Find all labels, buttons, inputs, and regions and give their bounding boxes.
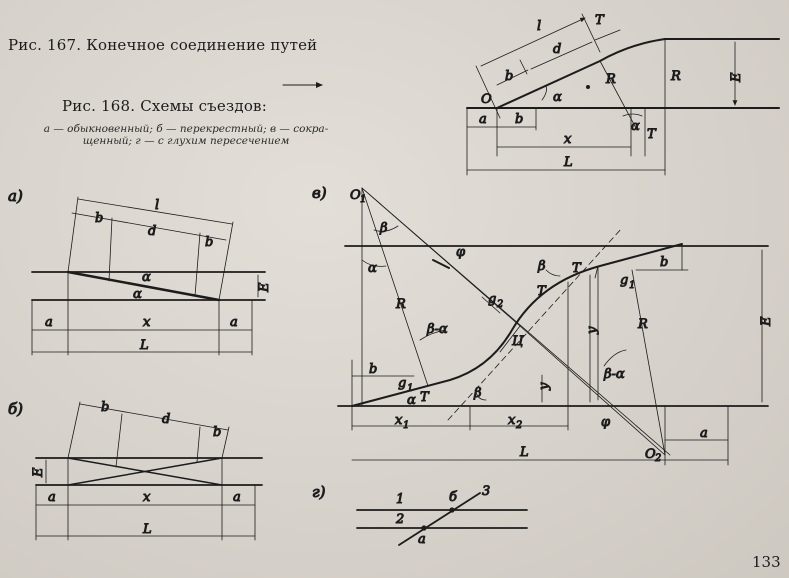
fig167-label-alpha: α [553, 90, 562, 105]
panel-v-label-x1-sub: 1 [403, 420, 409, 431]
panel-v-label-T2: T [572, 261, 582, 276]
panel-v-label-q1: g [620, 273, 628, 288]
panel-b-label-a: a [48, 490, 56, 505]
panel-b-label-E: E [31, 467, 46, 478]
panel-b-label-b: b [101, 400, 109, 415]
panel-v-label-a: a [700, 426, 708, 441]
fig167-label-R-inner: R [605, 72, 616, 87]
panel-v-label-x2-sub: 2 [515, 420, 522, 431]
figure-168-caption: Рис. 168. Схемы съездов: [62, 97, 267, 115]
panel-v-label-x2: x [508, 413, 516, 428]
panel-v-label-phi: φ [456, 245, 466, 260]
panel-v-diagram [337, 187, 769, 466]
panel-v-label-E: E [759, 316, 774, 327]
panel-b-label-b2: b [213, 425, 221, 440]
panel-a-diagram [31, 196, 266, 356]
panel-label-g: г) [312, 483, 326, 501]
panel-v-label-T: T [537, 284, 547, 299]
panel-v-label-O2: O [645, 447, 656, 462]
panel-a-label-b: b [95, 211, 103, 226]
panel-b-label-x: x [143, 490, 151, 505]
panel-g-label-a: а [418, 532, 426, 547]
fig167-label-b: b [505, 69, 513, 84]
panel-a-label-L: L [139, 338, 149, 353]
figure-167-caption: Рис. 167. Конечное соединение путей [8, 36, 318, 54]
panel-v-label-g2: g [488, 292, 496, 307]
fig167-label-R: R [670, 69, 681, 84]
fig167-label-d: d [553, 42, 561, 57]
fig167-label-a: a [479, 112, 487, 127]
panel-b-label-a2: a [233, 490, 241, 505]
panel-g-label-b: б [449, 490, 457, 505]
panel-v-label-L: L [519, 445, 529, 460]
panel-a-label-alpha: α [142, 270, 151, 285]
panel-label-v: в) [312, 184, 327, 202]
fig167-label-E: E [729, 72, 744, 83]
panel-v-label-y2: y [585, 326, 600, 335]
panel-a-label-a: a [45, 315, 53, 330]
panel-v-label-x1: x [395, 413, 403, 428]
panel-a-label-a2: a [230, 315, 238, 330]
fig167-label-T2: T [647, 127, 657, 142]
panel-b-label-L: L [142, 522, 152, 537]
panel-a-label-b2: b [205, 235, 213, 250]
panel-v-label-phi2: φ [601, 415, 611, 430]
panel-v-label-beta3: β [473, 386, 482, 401]
panel-b-diagram [35, 401, 263, 541]
panel-v-label-g1: g [398, 376, 406, 391]
panel-a-label-l: l [155, 198, 159, 213]
panel-v-label-R2: R [637, 317, 648, 332]
panel-g-diagram [356, 492, 528, 546]
fig167-label-b2: b [515, 112, 523, 127]
panel-v-label-alpha2: α [407, 393, 416, 408]
panel-g-label-1: 1 [396, 492, 404, 507]
panel-v-label-beta: β [379, 221, 388, 236]
panel-v-label-O2-sub: 2 [654, 453, 661, 464]
figure-167-diagram [466, 13, 780, 176]
panel-a-label-E: E [257, 282, 272, 293]
panel-v-label-beta-alpha: β-α [426, 322, 448, 337]
fig167-label-alpha2: α [631, 119, 640, 134]
panel-v-label-O1: O [350, 188, 361, 203]
panel-v-label-beta2: β [537, 259, 546, 274]
fig167-label-T: T [595, 13, 605, 28]
legend-line-1: а — обыкновенный; б — перекрестный; в — … [43, 123, 329, 135]
panel-v-label-g1-sub: 1 [407, 383, 413, 394]
legend-line-2: щенный; г — с глухим пересечением [82, 135, 290, 147]
fig167-label-l: l [537, 19, 541, 34]
fig167-label-O: O [481, 92, 492, 107]
panel-b-label-d: d [162, 412, 170, 427]
panel-v-label-O1-sub: 1 [360, 194, 366, 205]
fig167-label-L: L [563, 155, 573, 170]
figure-168-legend: а — обыкновенный; б — перекрестный; в — … [36, 123, 336, 147]
fig167-label-x: x [564, 132, 572, 147]
panel-label-b: б) [8, 400, 23, 418]
panel-v-label-T3: T [420, 390, 430, 405]
panel-v-label-alpha: α [368, 261, 377, 276]
panel-a-label-d: d [148, 224, 156, 239]
page-number: 133 [752, 553, 781, 571]
panel-v-label-q1-sub: 1 [629, 280, 635, 291]
panel-v-label-g2-sub: 2 [496, 299, 503, 310]
panel-a-label-alpha2: α [133, 287, 142, 302]
panel-v-label-b: b [660, 255, 668, 270]
panel-v-label-C: Ц [512, 334, 524, 349]
panel-v-label-b2: b [369, 362, 377, 377]
panel-a-label-x: x [143, 315, 151, 330]
panel-v-label-beta-alpha2: β-α [603, 367, 625, 382]
panel-v-label-R: R [395, 297, 406, 312]
panel-g-label-3: 3 [482, 484, 490, 499]
panel-v-label-y1: y [537, 382, 552, 391]
panel-label-a: а) [8, 187, 23, 205]
panel-g-label-2: 2 [395, 512, 404, 527]
